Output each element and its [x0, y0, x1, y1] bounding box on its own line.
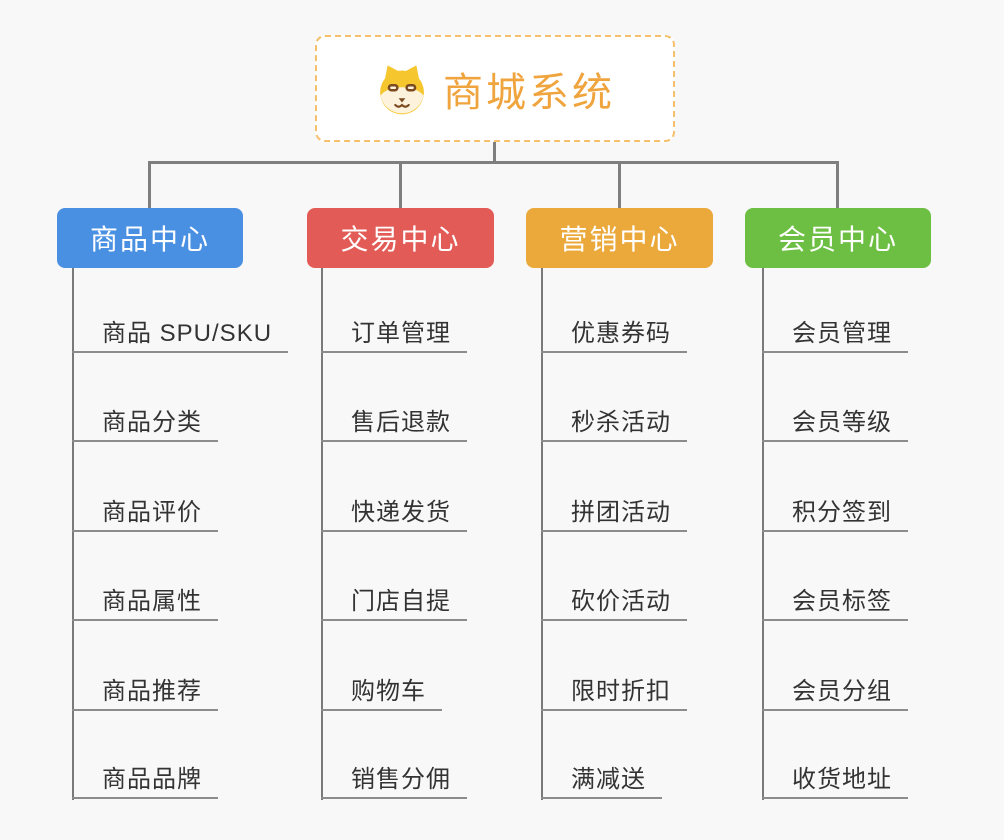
leaf-item[interactable]: 售后退款: [321, 406, 467, 442]
leaf-item[interactable]: 积分签到: [762, 496, 908, 532]
leaf-item[interactable]: 商品分类: [72, 406, 218, 442]
connector-horizontal: [148, 161, 839, 164]
branch-node-trade-center[interactable]: 交易中心: [307, 208, 494, 268]
trunk-marketing-center: [541, 268, 543, 800]
leaf-item[interactable]: 砍价活动: [541, 585, 687, 621]
root-title: 商城系统: [443, 70, 615, 115]
leaf-item[interactable]: 订单管理: [321, 317, 467, 353]
trunk-product-center: [72, 268, 74, 800]
leaf-item[interactable]: 快递发货: [321, 496, 467, 532]
leaf-item[interactable]: 商品品牌: [72, 763, 218, 799]
trunk-trade-center: [321, 268, 323, 800]
root-node[interactable]: 商城系统: [315, 35, 675, 142]
trunk-member-center: [762, 268, 764, 800]
branch-node-member-center[interactable]: 会员中心: [745, 208, 931, 268]
leaf-item[interactable]: 限时折扣: [541, 675, 687, 711]
leaf-item[interactable]: 商品属性: [72, 585, 218, 621]
leaf-item[interactable]: 门店自提: [321, 585, 467, 621]
leaf-item[interactable]: 商品评价: [72, 496, 218, 532]
leaf-item[interactable]: 商品 SPU/SKU: [72, 317, 289, 353]
leaf-item[interactable]: 会员管理: [762, 317, 908, 353]
leaf-item[interactable]: 优惠券码: [541, 317, 687, 353]
leaf-item[interactable]: 会员标签: [762, 585, 908, 621]
leaf-item[interactable]: 拼团活动: [541, 496, 687, 532]
leaf-item[interactable]: 会员等级: [762, 406, 908, 442]
branch-node-marketing-center[interactable]: 营销中心: [526, 208, 713, 268]
leaf-item[interactable]: 销售分佣: [321, 763, 467, 799]
leaf-item[interactable]: 秒杀活动: [541, 406, 687, 442]
leaf-item[interactable]: 满减送: [541, 763, 662, 799]
connector-drop-member: [836, 161, 839, 208]
connector-drop-marketing: [618, 161, 621, 208]
leaf-item[interactable]: 收货地址: [762, 763, 908, 799]
connector-root-stub: [493, 142, 496, 163]
leaf-item[interactable]: 商品推荐: [72, 675, 218, 711]
connector-drop-product: [148, 161, 151, 208]
dog-face-icon: [380, 64, 424, 114]
leaf-item[interactable]: 会员分组: [762, 675, 908, 711]
leaf-item[interactable]: 购物车: [321, 675, 442, 711]
connector-drop-trade: [399, 161, 402, 208]
branch-node-product-center[interactable]: 商品中心: [57, 208, 243, 268]
